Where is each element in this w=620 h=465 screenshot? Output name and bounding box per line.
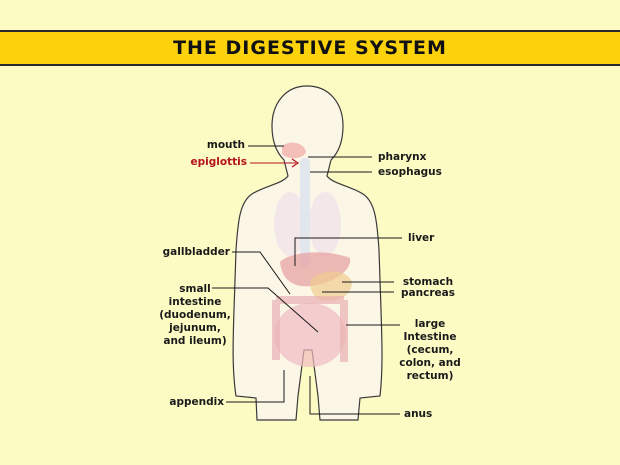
label-anus: anus: [404, 408, 433, 420]
anus-line: [309, 376, 400, 415]
mouth-cavity: [282, 142, 306, 159]
leader-lines: [212, 145, 402, 415]
epiglottis-arrow: [291, 158, 300, 168]
label-mouth: mouth: [206, 139, 245, 151]
label-pancreas: pancreas: [401, 287, 455, 299]
label-esophagus: esophagus: [378, 166, 442, 178]
esophagus-tube: [300, 158, 310, 268]
label-appendix: appendix: [169, 396, 224, 408]
label-large-intestine: large Intestine (cecum, colon, and rectu…: [399, 318, 461, 382]
title-banner: THE DIGESTIVE SYSTEM: [0, 30, 620, 66]
stomach-shape: [310, 271, 352, 302]
right-lung: [309, 192, 341, 256]
label-liver: liver: [408, 232, 435, 244]
small-intestine-line: [212, 287, 319, 333]
label-pharynx: pharynx: [378, 151, 427, 163]
liver-line: [294, 237, 402, 266]
large-intestine-shape: [272, 296, 348, 362]
gallbladder-line: [232, 251, 291, 295]
left-lung: [274, 192, 306, 256]
label-gallbladder: gallbladder: [162, 246, 230, 258]
small-intestine-shape: [274, 303, 346, 367]
page-title: THE DIGESTIVE SYSTEM: [173, 37, 447, 59]
label-small-intestine: small intestine (duodenum, jejunum, and …: [159, 283, 231, 347]
appendix-line: [226, 370, 285, 403]
label-stomach: stomach: [402, 276, 454, 288]
label-epiglottis: epiglottis: [190, 156, 247, 168]
